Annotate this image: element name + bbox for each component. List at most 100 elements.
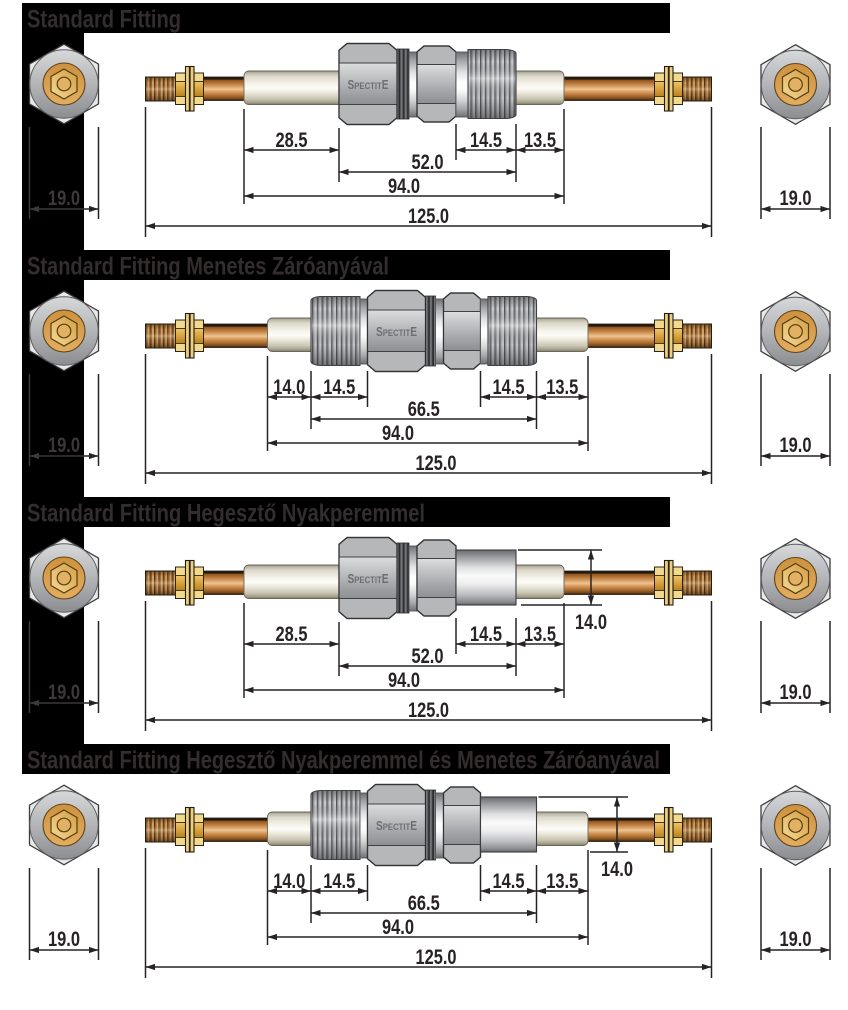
end-view-right-dimension: 19.0 (760, 868, 831, 960)
copper-rod-left (203, 323, 273, 348)
dimension-arrow (554, 146, 564, 154)
dimension-arrow (820, 946, 830, 954)
dimension-label: 125.0 (416, 946, 457, 969)
end-view-conductor-circle (788, 324, 803, 339)
fitting-side-view: SPECTITE (145, 289, 712, 373)
dimension-overall: 125.0 (145, 699, 712, 724)
dimension-arrow (578, 887, 588, 895)
dimension-arrow (29, 452, 39, 460)
threaded-section-shading (310, 789, 361, 861)
collar-middle (435, 298, 444, 365)
section-header-bar (22, 250, 670, 280)
collar-left (359, 792, 368, 859)
dimension-body-span: 52.0 (339, 645, 516, 670)
process-thread (487, 295, 538, 367)
brand-label-tail: E (410, 819, 417, 833)
dimension-arrow (702, 222, 712, 230)
dimension-label: 14.0 (273, 870, 305, 893)
end-view-left-dimension: 19.0 (28, 374, 100, 466)
dimension-arrow (29, 699, 39, 707)
dimension-insulator-span: 94.0 (244, 175, 564, 200)
brand-label-tail: E (382, 78, 389, 92)
end-view-right (760, 784, 831, 867)
fitting-side-view: SPECTITE (145, 42, 712, 126)
brand-label: SPECTITE (376, 819, 417, 833)
dimension-arrow (29, 946, 39, 954)
dimension-label: 14.5 (470, 129, 502, 152)
dimension-label: 14.5 (323, 870, 355, 893)
dimension-ceramic-right: 13.5 (516, 623, 564, 648)
ceramic-insulator-left (267, 811, 319, 846)
dimension-arrow (145, 716, 155, 724)
collar-right (455, 51, 469, 118)
hex-nut-outline (416, 45, 457, 123)
stud-thread-left-shading (145, 570, 176, 596)
weld-flange (479, 796, 538, 853)
brand-label-mid: PECTIT (354, 575, 382, 586)
dimension-label: 66.5 (408, 398, 440, 421)
ceramic-insulator-right (529, 317, 589, 352)
dimension-arrow (578, 393, 588, 401)
stud-thread-left-shading (145, 323, 176, 349)
hex-width-dimension-label: 19.0 (780, 434, 812, 457)
dimension-arrow (329, 146, 339, 154)
section-header-bar (22, 497, 670, 527)
dimension-arrow (820, 205, 830, 213)
dimension-arrow (702, 716, 712, 724)
hex-width-dimension-label: 19.0 (48, 434, 80, 457)
hex-nut-outline (442, 292, 482, 370)
end-view-right-dimension: 19.0 (760, 374, 831, 466)
end-view-conductor-circle (56, 570, 72, 586)
dimension-arrow (820, 452, 830, 460)
dimension-arrow (536, 393, 546, 401)
dimension-label: 13.5 (546, 870, 578, 893)
coupling-thread (396, 542, 410, 614)
section-title: Standard Fitting (27, 6, 181, 34)
stud-thread-left-shading (145, 76, 176, 102)
compression-hex-nut (442, 786, 482, 864)
dimension-label: 94.0 (388, 175, 420, 198)
brand-label-mid: PECTIT (354, 81, 382, 92)
brand-label-lead: S (376, 325, 383, 339)
dimension-arrow (761, 699, 771, 707)
dimension-body-span: 52.0 (339, 151, 516, 176)
end-view-left (28, 537, 100, 619)
stud-thread-right-shading (682, 323, 712, 349)
stud-thread-right-shading (682, 570, 712, 596)
collar-left (359, 298, 368, 365)
end-view-left (28, 43, 100, 125)
dimension-label: 14.5 (493, 870, 525, 893)
dimension-ceramic-right: 13.5 (536, 376, 588, 401)
mounting-plates-right-gap (667, 313, 670, 358)
dimension-arrow (702, 963, 712, 971)
collar-middle (435, 792, 444, 859)
mounting-plates-left-gap (188, 313, 191, 358)
copper-rod-left (203, 76, 249, 101)
copper-rod-right (583, 323, 655, 348)
end-view-conductor-circle (788, 818, 803, 833)
dimension-arrow (244, 686, 254, 694)
end-view-conductor-circle (56, 323, 72, 339)
coupling-thread (425, 295, 436, 367)
end-view-left (28, 784, 100, 866)
threaded-section-shading (487, 295, 538, 367)
section-standard-fitting-hegeszto-nyakperemmel: Standard Fitting Hegesztő NyakperemmelSP… (22, 497, 831, 731)
dimension-arrow (554, 686, 564, 694)
compression-hex-nut (416, 539, 457, 617)
fitting-side-view: SPECTITE (145, 536, 712, 620)
dimension-ceramic-left: 28.5 (244, 129, 339, 154)
end-view-left-dimension: 19.0 (28, 621, 100, 713)
dimension-arrow (506, 168, 516, 176)
dimension-flange-diameter: 14.0 (538, 796, 633, 881)
dimension-ceramic-left: 14.0 (267, 376, 311, 401)
hex-nut-face (339, 63, 397, 105)
dimension-arrow (613, 797, 621, 807)
copper-rod-right (583, 817, 655, 842)
dimension-arrow (329, 640, 339, 648)
dimension-ceramic-left: 14.0 (267, 870, 311, 895)
section-header-bar (22, 744, 670, 774)
dimension-arrow (267, 887, 277, 895)
hex-nut-face (443, 311, 481, 351)
hex-nut-face (367, 310, 426, 352)
section-title: Standard Fitting Hegesztő Nyakperemmel é… (27, 747, 660, 775)
